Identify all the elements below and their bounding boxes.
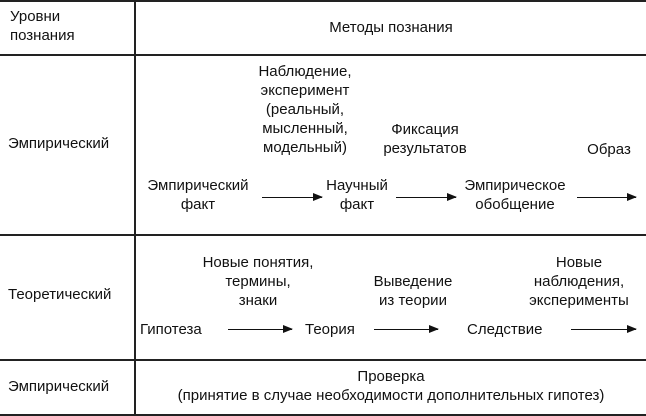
arrow-to-scientific-fact [262,191,323,203]
arrow-to-generalization [396,191,457,203]
theory: Теория [305,321,355,338]
consequence: Следствие [467,321,543,338]
new-observations: Новые наблюдения, эксперименты [529,254,629,309]
table-border-top [0,0,646,2]
level-theoretical: Теоретический [8,286,112,303]
arrow-to-theory [228,323,293,335]
verification-text: Проверка (принятие в случае необходимост… [177,368,605,404]
arrow-to-consequence [374,323,439,335]
empirical-fact: Эмпирический факт [147,177,249,213]
column-divider [134,0,136,416]
fixation-results: Фиксация результатов [383,121,467,157]
scientific-fact: Научный факт [326,177,388,213]
header-divider [0,54,646,56]
arrow-to-image [577,191,637,203]
image-label: Образ [587,141,631,158]
row-divider-1 [0,234,646,236]
table-border-bottom [0,414,646,416]
level-empirical: Эмпирический [8,135,110,152]
observation-experiment: Наблюдение, эксперимент (реальный, мысле… [258,63,352,156]
arrow-to-new-observations [571,323,637,335]
derivation-from-theory: Выведение из теории [373,273,453,309]
header-levels: Уровни познания [10,8,75,44]
row-divider-2 [0,359,646,361]
header-methods: Методы познания [329,19,453,36]
empirical-generalization: Эмпирическое обобщение [464,177,566,213]
new-concepts: Новые понятия, термины, знаки [202,254,314,309]
level-empirical-verification: Эмпирический [8,378,110,395]
hypothesis: Гипотеза [140,321,202,338]
